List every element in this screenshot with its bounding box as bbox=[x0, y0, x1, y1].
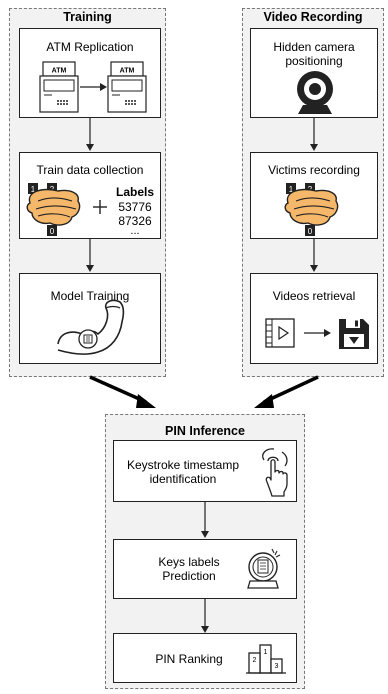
keystroke-label-line1: Keystroke timestamp bbox=[126, 458, 240, 472]
touch-finger-icon bbox=[262, 448, 288, 497]
videos-retrieval-label: Videos retrieval bbox=[272, 289, 356, 303]
train-data-collection-box: Train data collection 1 2 0 Labels 53776… bbox=[19, 152, 161, 239]
atm-replication-box: ATM Replication ATM ATM bbox=[19, 28, 161, 118]
arrow-prediction-to-ranking bbox=[201, 599, 209, 633]
label-value-1: 53776 bbox=[118, 200, 152, 214]
model-training-label: Model Training bbox=[50, 289, 130, 303]
plus-icon bbox=[93, 200, 107, 214]
labels-heading: Labels bbox=[115, 185, 154, 199]
arrow-collection-to-model bbox=[86, 239, 94, 272]
pin-ranking-box: PIN Ranking 2 1 3 bbox=[113, 633, 297, 683]
training-title: Training bbox=[63, 10, 112, 24]
arrow-atm-to-collection bbox=[86, 118, 94, 151]
arrow-keystroke-to-prediction bbox=[201, 502, 209, 538]
webcam-icon bbox=[297, 71, 333, 114]
atm-text-left: ATM bbox=[52, 68, 67, 75]
hand-key-0: 0 bbox=[50, 227, 55, 236]
keystroke-label-line2: identification bbox=[149, 472, 217, 486]
arrow-video-to-inference bbox=[254, 375, 319, 408]
save-disk-icon bbox=[339, 319, 369, 349]
hand-keypad-icon-video: 1 2 0 bbox=[284, 183, 339, 236]
video-recording-title: Video Recording bbox=[263, 10, 363, 24]
atm-replication-label: ATM Replication bbox=[46, 40, 134, 54]
prediction-label-line1: Keys labels bbox=[158, 555, 220, 569]
prediction-label-line2: Prediction bbox=[162, 569, 216, 583]
pin-inference-title: PIN Inference bbox=[165, 424, 245, 438]
arrow-camera-to-recording bbox=[310, 118, 318, 151]
hand-keypad-icon: 1 2 0 bbox=[26, 183, 81, 236]
victims-recording-label: Victims recording bbox=[268, 163, 360, 177]
atm-machine-icon-right: ATM bbox=[107, 61, 147, 113]
arrow-training-to-inference bbox=[89, 375, 156, 408]
arrow-right-icon bbox=[304, 329, 331, 337]
arrow-recording-to-retrieval bbox=[310, 239, 318, 272]
hand-key-1: 1 bbox=[31, 185, 36, 194]
podium-number-1: 1 bbox=[264, 649, 268, 656]
hidden-camera-box: Hidden camera positioning bbox=[250, 28, 378, 118]
label-value-ellipsis: ... bbox=[130, 225, 140, 237]
video-hand-key-0: 0 bbox=[308, 227, 313, 236]
pin-ranking-label: PIN Ranking bbox=[155, 652, 223, 666]
atm-replication-icon: ATM ATM bbox=[39, 61, 147, 113]
train-data-collection-label: Train data collection bbox=[36, 163, 144, 177]
keys-labels-prediction-box: Keys labels Prediction bbox=[113, 539, 297, 599]
podium-number-3: 3 bbox=[275, 663, 279, 670]
video-file-icon bbox=[265, 318, 295, 348]
atm-machine-icon-left: ATM bbox=[39, 61, 79, 113]
videos-retrieval-box: Videos retrieval bbox=[250, 273, 378, 364]
victims-recording-box: Victims recording 1 2 0 bbox=[250, 152, 378, 239]
hidden-camera-label-line1: Hidden camera bbox=[273, 40, 355, 54]
crystal-ball-icon bbox=[247, 548, 281, 589]
hidden-camera-label-line2: positioning bbox=[285, 54, 343, 68]
label-value-2: 87326 bbox=[118, 214, 152, 228]
podium-icon: 2 1 3 bbox=[246, 644, 286, 674]
atm-text-right: ATM bbox=[120, 68, 135, 75]
keystroke-identification-box: Keystroke timestamp identification bbox=[113, 440, 297, 502]
podium-number-2: 2 bbox=[253, 657, 257, 664]
model-training-box: Model Training bbox=[19, 273, 161, 364]
flexed-arm-icon bbox=[57, 299, 125, 355]
video-hand-key-1: 1 bbox=[289, 185, 294, 194]
